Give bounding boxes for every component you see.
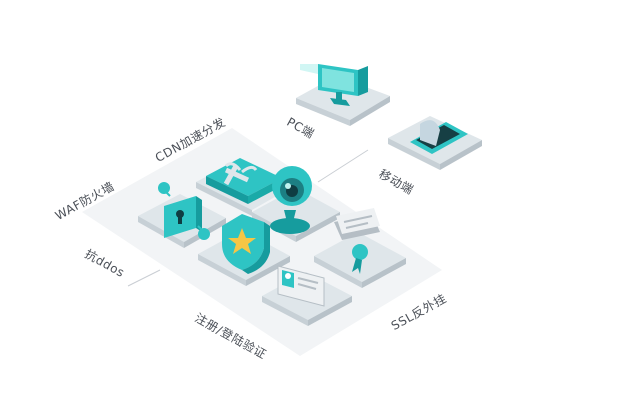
shield-star-icon <box>222 214 270 274</box>
id-card-icon <box>277 265 325 307</box>
desktop-monitor-icon <box>300 64 368 106</box>
connector-line-ddos <box>127 269 161 287</box>
certificate-icon <box>334 208 380 274</box>
mobile-phone-icon <box>410 120 468 154</box>
webcam-icon <box>270 166 312 234</box>
connector-line-mobile <box>317 149 369 183</box>
lock-icon <box>158 182 210 240</box>
